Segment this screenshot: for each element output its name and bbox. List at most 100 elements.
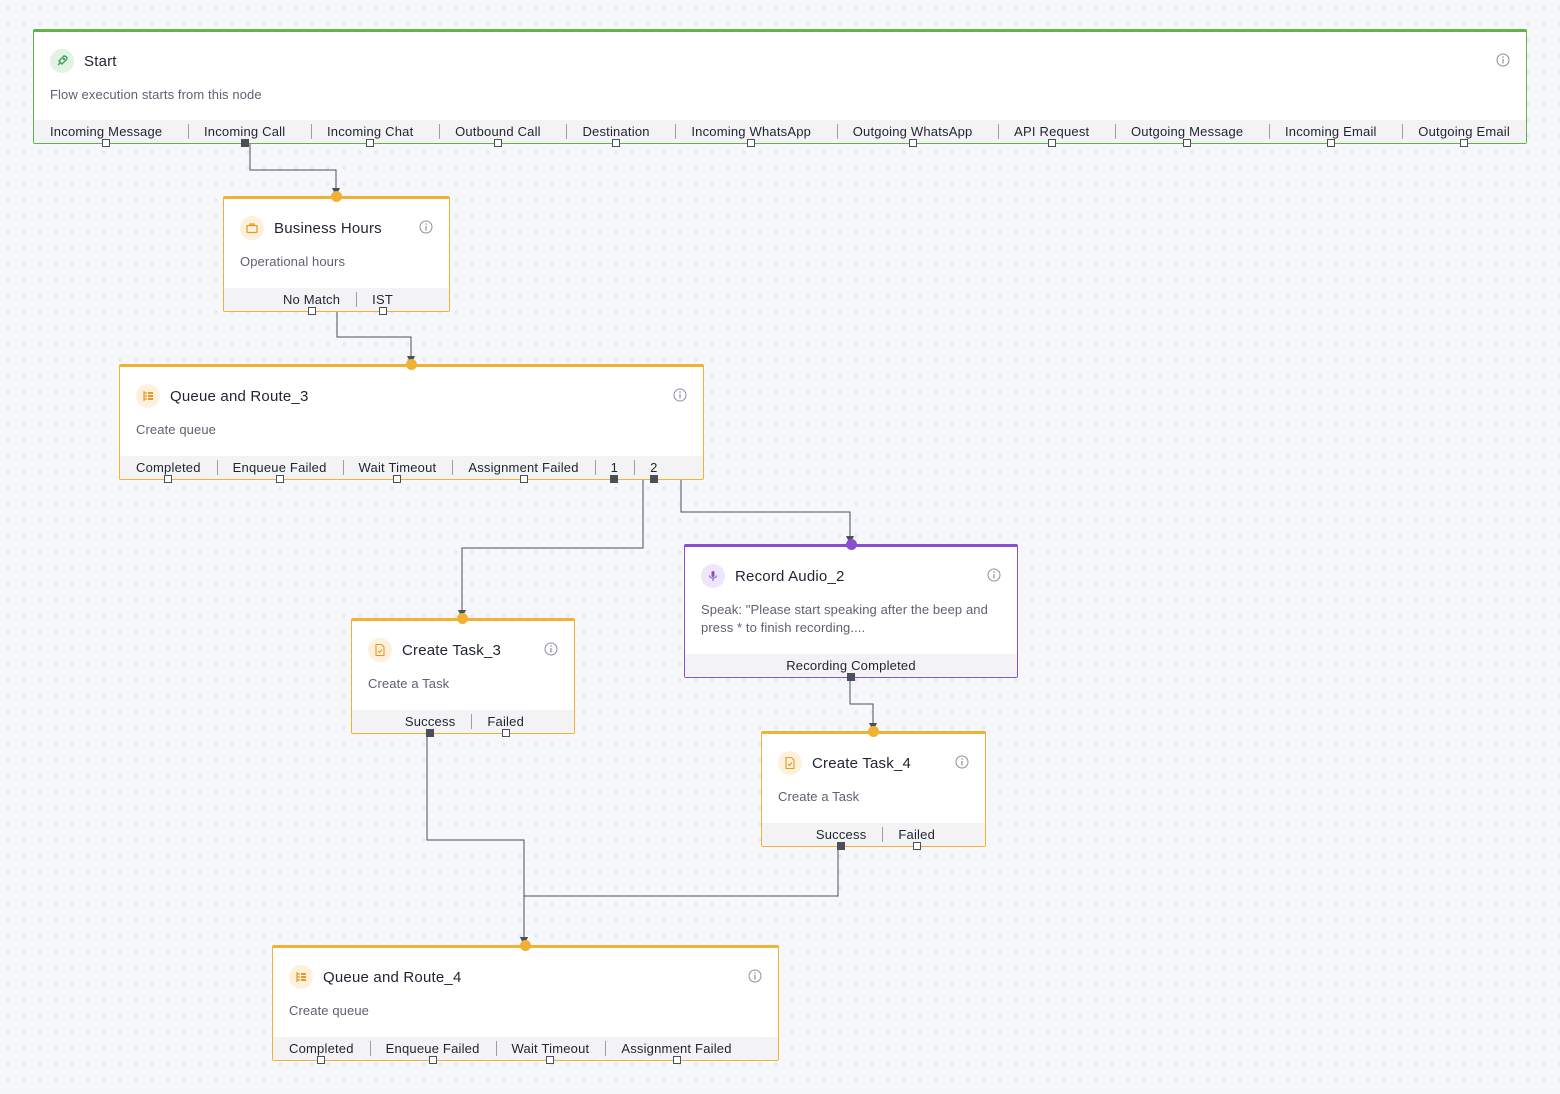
create-task-4-node[interactable]: Create Task_4 Create a Task Success Fail… <box>761 726 986 850</box>
info-icon[interactable] <box>987 568 1001 582</box>
port-handle[interactable] <box>1460 139 1469 147</box>
port-outbound-call[interactable]: Outbound Call <box>439 120 557 147</box>
port-assignment-failed[interactable]: Assignment Failed <box>605 1037 747 1064</box>
port-handle[interactable] <box>307 307 316 315</box>
record-audio-2-ports: Recording Completed <box>685 654 1017 681</box>
task-icon <box>778 751 802 775</box>
port-handle[interactable] <box>501 729 510 737</box>
port-destination[interactable]: Destination <box>566 120 665 147</box>
port-outgoing-email[interactable]: Outgoing Email <box>1402 120 1526 147</box>
port-handle[interactable] <box>317 1056 326 1064</box>
info-icon[interactable] <box>419 220 433 234</box>
task-icon <box>368 638 392 662</box>
node-title: Queue and Route_4 <box>323 968 462 986</box>
port-handle[interactable] <box>612 139 621 147</box>
info-icon[interactable] <box>955 755 969 769</box>
wire-recording-completed-to-create-task-4 <box>849 678 877 731</box>
port-incoming-whatsapp[interactable]: Incoming WhatsApp <box>675 120 827 147</box>
briefcase-icon <box>240 216 264 240</box>
input-handle[interactable] <box>868 726 879 737</box>
port-handle[interactable] <box>912 842 921 850</box>
port-handle[interactable] <box>275 475 284 483</box>
port-handle[interactable] <box>649 475 658 483</box>
record-audio-2-node[interactable]: Record Audio_2 Speak: "Please start spea… <box>684 539 1018 681</box>
info-icon[interactable] <box>1496 53 1510 67</box>
wire-port-1-to-create-task-3 <box>458 480 644 618</box>
port-handle[interactable] <box>426 729 435 737</box>
input-handle[interactable] <box>846 539 857 550</box>
port-handle[interactable] <box>846 673 855 681</box>
wire-incoming-call-to-business-hours <box>249 144 340 196</box>
wire-ist-to-queue-route-3 <box>336 312 415 364</box>
port-handle[interactable] <box>837 842 846 850</box>
port-completed[interactable]: Completed <box>273 1037 370 1064</box>
port-incoming-message[interactable]: Incoming Message <box>34 120 178 147</box>
port-handle[interactable] <box>1183 139 1192 147</box>
port-failed[interactable]: Failed <box>471 710 540 737</box>
wire-port-2-to-record-audio-2 <box>680 480 854 544</box>
queue-route-4-node[interactable]: Queue and Route_4 Create queue Completed… <box>272 940 779 1064</box>
port-1[interactable]: 1 <box>594 456 634 483</box>
queue-route-3-node[interactable]: Queue and Route_3 Create queue Completed… <box>119 359 704 483</box>
port-incoming-chat[interactable]: Incoming Chat <box>310 120 429 147</box>
input-handle[interactable] <box>331 191 342 202</box>
port-handle[interactable] <box>164 475 173 483</box>
create-task-3-node[interactable]: Create Task_3 Create a Task Success Fail… <box>351 613 575 737</box>
port-enqueue-failed[interactable]: Enqueue Failed <box>216 456 343 483</box>
info-icon[interactable] <box>544 642 558 656</box>
port-api-request[interactable]: API Request <box>998 120 1105 147</box>
port-assignment-failed[interactable]: Assignment Failed <box>452 456 594 483</box>
node-title: Record Audio_2 <box>735 567 845 585</box>
queue-route-3-ports: Completed Enqueue Failed Wait Timeout As… <box>120 456 703 483</box>
port-no-match[interactable]: No Match <box>267 288 356 315</box>
node-description: Create a Task <box>778 789 860 804</box>
port-handle[interactable] <box>519 475 528 483</box>
business-hours-node[interactable]: Business Hours Operational hours No Matc… <box>223 191 450 315</box>
port-handle[interactable] <box>747 139 756 147</box>
info-icon[interactable] <box>748 969 762 983</box>
business-hours-ports: No Match IST <box>224 288 449 315</box>
create-task-4-ports: Success Failed <box>762 823 985 850</box>
port-outgoing-message[interactable]: Outgoing Message <box>1114 120 1259 147</box>
port-handle[interactable] <box>366 139 375 147</box>
port-handle[interactable] <box>908 139 917 147</box>
input-handle[interactable] <box>457 613 468 624</box>
input-handle[interactable] <box>520 940 531 951</box>
node-description: Create a Task <box>368 676 450 691</box>
port-completed[interactable]: Completed <box>120 456 217 483</box>
node-description: Operational hours <box>240 254 346 269</box>
port-success[interactable]: Success <box>389 710 472 737</box>
input-handle[interactable] <box>406 359 417 370</box>
port-2[interactable]: 2 <box>634 456 673 483</box>
port-incoming-email[interactable]: Incoming Email <box>1268 120 1393 147</box>
wire-success-4-to-queue-route-4 <box>520 847 839 945</box>
port-wait-timeout[interactable]: Wait Timeout <box>495 1037 606 1064</box>
port-handle[interactable] <box>610 475 619 483</box>
port-handle[interactable] <box>1047 139 1056 147</box>
port-wait-timeout[interactable]: Wait Timeout <box>342 456 453 483</box>
port-handle[interactable] <box>378 307 387 315</box>
info-icon[interactable] <box>673 388 687 402</box>
node-title: Create Task_4 <box>812 754 912 772</box>
wire-success-3-to-queue-route-4 <box>426 734 528 945</box>
start-ports: Incoming Message Incoming Call Incoming … <box>34 120 1526 147</box>
node-title: Business Hours <box>274 219 382 237</box>
start-node[interactable]: Start Flow execution starts from this no… <box>33 29 1527 147</box>
port-handle[interactable] <box>240 139 249 147</box>
port-handle[interactable] <box>102 139 111 147</box>
port-handle[interactable] <box>493 139 502 147</box>
node-title: Create Task_3 <box>402 641 502 659</box>
port-handle[interactable] <box>428 1056 437 1064</box>
port-enqueue-failed[interactable]: Enqueue Failed <box>369 1037 496 1064</box>
port-failed[interactable]: Failed <box>882 823 951 850</box>
port-ist[interactable]: IST <box>356 288 409 315</box>
port-outgoing-whatsapp[interactable]: Outgoing WhatsApp <box>836 120 989 147</box>
port-handle[interactable] <box>672 1056 681 1064</box>
port-incoming-call[interactable]: Incoming Call <box>187 120 301 147</box>
port-handle[interactable] <box>393 475 402 483</box>
port-handle[interactable] <box>1326 139 1335 147</box>
port-recording-completed[interactable]: Recording Completed <box>770 654 932 681</box>
node-description: Create queue <box>136 422 216 437</box>
port-success[interactable]: Success <box>800 823 883 850</box>
port-handle[interactable] <box>546 1056 555 1064</box>
